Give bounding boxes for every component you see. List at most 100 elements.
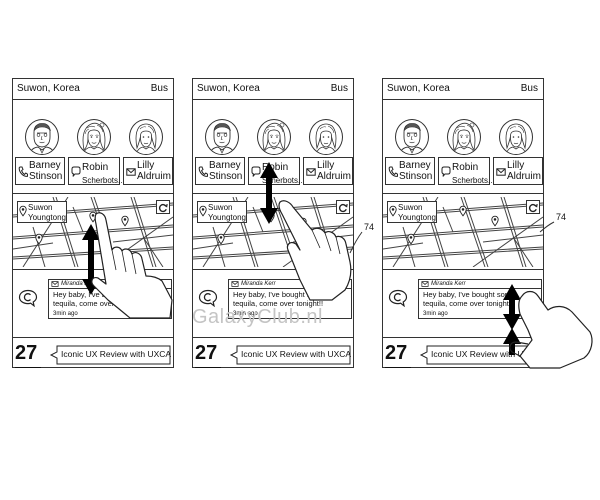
mail-icon xyxy=(421,281,429,287)
map-pin-icon[interactable] xyxy=(459,205,467,217)
message-line-2: tequila, come over tonight!! xyxy=(423,299,514,308)
avatar-lilly[interactable] xyxy=(499,119,533,155)
calendar-underline xyxy=(385,367,411,368)
contact-last-name: Scherbots... xyxy=(82,176,125,185)
location-pin-icon xyxy=(199,205,207,217)
message-sender: Miranda Kerr xyxy=(431,281,466,287)
phone-icon[interactable] xyxy=(18,166,28,178)
map-pin-icon[interactable] xyxy=(299,217,307,229)
map-pin-icon[interactable] xyxy=(267,211,275,223)
event-title: Iconic UX Review with UXCA xyxy=(61,349,172,359)
mail-icon xyxy=(231,281,239,287)
calendar-day: 27 xyxy=(15,342,38,364)
reference-numeral: 74 xyxy=(364,222,375,232)
map-pin-icon[interactable] xyxy=(217,233,225,245)
mail-icon xyxy=(51,281,59,287)
message-header: Miranda Kerr xyxy=(419,280,541,289)
watermark: GalaxyClub.nl xyxy=(192,306,324,328)
event-callout[interactable]: Iconic UX Review with UXCA xyxy=(229,345,351,365)
chat-bubble-icon[interactable] xyxy=(251,166,261,178)
contact-last-name: Aldruim xyxy=(137,171,171,182)
transport-mode[interactable]: Bus xyxy=(150,83,168,94)
avatar-robin[interactable] xyxy=(257,119,291,155)
map-pin-icon[interactable] xyxy=(491,215,499,227)
section-divider xyxy=(193,193,353,194)
avatar-lilly[interactable] xyxy=(129,119,163,155)
message-time: 3min ago xyxy=(233,311,258,317)
section-divider xyxy=(383,337,543,338)
contact-first-name: Barney xyxy=(29,160,61,171)
message-sender: Miranda Kerr xyxy=(61,281,96,287)
refresh-icon[interactable] xyxy=(526,200,540,214)
section-divider xyxy=(13,269,173,270)
message-line-1: Hey baby, I've bought some xyxy=(53,290,146,299)
contact-last-name: Stinson xyxy=(209,171,243,182)
map-pin-icon[interactable] xyxy=(407,233,415,245)
calendar-day: 27 xyxy=(195,342,218,364)
event-title: Iconic UX Review with UXCA xyxy=(241,349,352,359)
chat-bubble-icon[interactable] xyxy=(71,166,81,178)
avatar-robin[interactable] xyxy=(77,119,111,155)
location-pin-icon xyxy=(19,205,27,217)
contact-first-name: Barney xyxy=(399,160,431,171)
mail-icon[interactable] xyxy=(126,166,136,178)
section-divider xyxy=(193,269,353,270)
location-line-1: Suwon xyxy=(398,203,423,212)
map-pin-icon[interactable] xyxy=(35,233,43,245)
message-header: Miranda Kerr xyxy=(49,280,171,289)
location-city: Suwon, Korea xyxy=(387,83,450,94)
contact-first-name: Lilly xyxy=(137,160,155,171)
talk-bubble-icon[interactable] xyxy=(198,289,218,307)
mail-icon[interactable] xyxy=(496,166,506,178)
location-city: Suwon, Korea xyxy=(17,83,80,94)
avatar-lilly[interactable] xyxy=(309,119,343,155)
section-divider xyxy=(383,193,543,194)
phone-icon[interactable] xyxy=(388,166,398,178)
contact-last-name: Aldruim xyxy=(317,171,351,182)
map-pin-icon[interactable] xyxy=(121,215,129,227)
mail-icon[interactable] xyxy=(306,166,316,178)
contact-first-name: Robin xyxy=(262,162,289,173)
event-callout[interactable]: Iconic UX Review with UXCA xyxy=(419,345,541,365)
talk-bubble-icon[interactable] xyxy=(18,289,38,307)
transport-mode[interactable]: Bus xyxy=(520,83,538,94)
chat-bubble-icon[interactable] xyxy=(441,166,451,178)
avatar-barney[interactable] xyxy=(25,119,59,155)
message-header: Miranda Kerr xyxy=(229,280,351,289)
contact-last-name: Scherbots... xyxy=(452,176,495,185)
calendar-underline xyxy=(195,367,221,368)
refresh-icon[interactable] xyxy=(156,200,170,214)
contact-last-name: Stinson xyxy=(399,171,433,182)
transport-mode[interactable]: Bus xyxy=(330,83,348,94)
map-pin-icon[interactable] xyxy=(89,211,97,223)
section-divider xyxy=(193,337,353,338)
contact-first-name: Barney xyxy=(209,160,241,171)
talk-bubble-icon[interactable] xyxy=(388,289,408,307)
phone-icon[interactable] xyxy=(198,166,208,178)
message-time: 3min ago xyxy=(423,311,448,317)
avatar-robin[interactable] xyxy=(447,119,481,155)
avatar-barney[interactable] xyxy=(205,119,239,155)
avatar-barney[interactable] xyxy=(395,119,429,155)
refresh-icon[interactable] xyxy=(336,200,350,214)
event-callout[interactable]: Iconic UX Review with UXCA xyxy=(49,345,171,365)
section-divider xyxy=(13,337,173,338)
reference-numeral: 74 xyxy=(556,212,567,222)
message-sender: Miranda Kerr xyxy=(241,281,276,287)
